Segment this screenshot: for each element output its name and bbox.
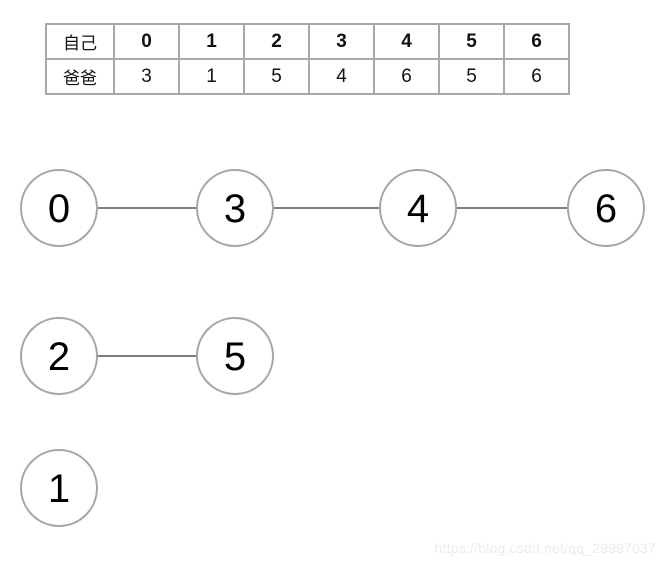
parent-cell-4: 6 [373, 58, 440, 95]
row-label-parent: 爸爸 [45, 58, 115, 95]
parent-cell-0: 3 [113, 58, 180, 95]
self-cell-6: 6 [503, 23, 570, 60]
table-row-self: 自己 0 1 2 3 4 5 6 [45, 23, 570, 60]
node-label-6: 6 [595, 187, 617, 231]
parent-cell-3: 4 [308, 58, 375, 95]
parent-cell-5: 5 [438, 58, 505, 95]
graph-node-0: 0 [20, 169, 98, 247]
node-circle-0 [20, 169, 98, 247]
self-cell-2: 2 [243, 23, 310, 60]
node-label-4: 4 [407, 187, 429, 231]
watermark-text: https://blog.csdn.net/qq_29997037 [434, 540, 656, 556]
graph-node-6: 6 [567, 169, 645, 247]
self-cell-1: 1 [178, 23, 245, 60]
graph-node-4: 4 [379, 169, 457, 247]
node-label-5: 5 [224, 335, 246, 379]
node-label-0: 0 [48, 187, 70, 231]
union-find-parent-table: 自己 0 1 2 3 4 5 6 爸爸 3 1 5 4 6 5 6 [45, 23, 570, 95]
parent-cell-1: 1 [178, 58, 245, 95]
self-cell-4: 4 [373, 23, 440, 60]
row-label-self: 自己 [45, 23, 115, 60]
parent-cell-2: 5 [243, 58, 310, 95]
self-cell-3: 3 [308, 23, 375, 60]
table-row-parent: 爸爸 3 1 5 4 6 5 6 [45, 58, 570, 95]
node-circle-1 [20, 449, 98, 527]
node-label-3: 3 [224, 187, 246, 231]
self-cell-0: 0 [113, 23, 180, 60]
self-cell-5: 5 [438, 23, 505, 60]
node-circle-3 [196, 169, 274, 247]
node-circle-2 [20, 317, 98, 395]
node-group: 0 3 4 6 2 5 1 [20, 169, 645, 527]
graph-node-3: 3 [196, 169, 274, 247]
graph-node-5: 5 [196, 317, 274, 395]
edge-group [97, 207, 568, 357]
node-circle-6 [567, 169, 645, 247]
node-label-1: 1 [48, 467, 70, 511]
graph-node-2: 2 [20, 317, 98, 395]
node-circle-4 [379, 169, 457, 247]
node-circle-5 [196, 317, 274, 395]
node-label-2: 2 [48, 335, 70, 379]
graph-node-1: 1 [20, 449, 98, 527]
parent-cell-6: 6 [503, 58, 570, 95]
